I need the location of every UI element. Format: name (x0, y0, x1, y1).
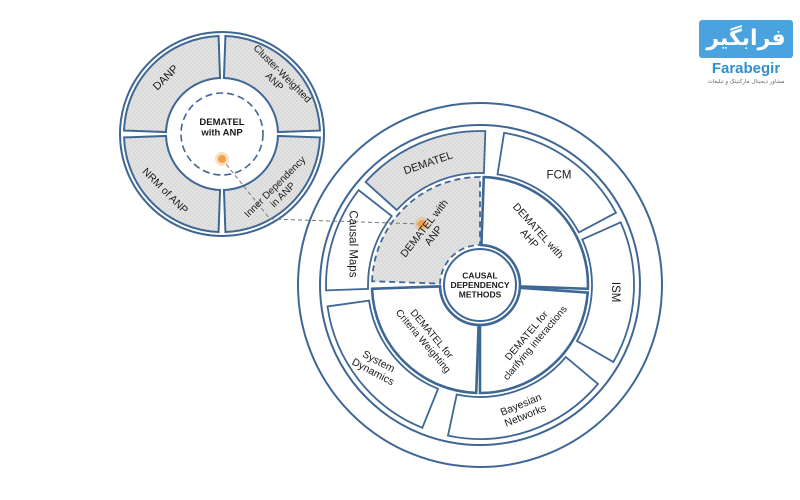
hub-circle (443, 248, 517, 322)
logo-tagline: مشاور دیجیتال مارکتینگ و تبلیغات (707, 79, 785, 85)
logo-mark: فرابگیر (699, 20, 793, 58)
outer-segment-label-1-line: FCM (547, 169, 572, 181)
small-center-dashed-ring (180, 92, 264, 176)
inner-segment-4 (371, 176, 481, 285)
logo-name: Farabegir (711, 60, 781, 77)
small-center-label-line: DEMATEL (199, 117, 244, 128)
outer-segment-2 (575, 221, 635, 364)
small-segment-3 (222, 134, 321, 233)
marker-dot-1 (218, 155, 226, 163)
outer-segment-4 (326, 299, 440, 429)
marker-dot-2 (418, 220, 426, 228)
outer-segment-1 (496, 131, 618, 234)
outer-segment-6 (364, 130, 487, 212)
small-segment-1 (123, 35, 222, 134)
small-segment-2 (222, 35, 321, 134)
outer-segment-5 (325, 188, 394, 292)
connector-line-2 (269, 218, 423, 225)
inner-segment-1 (480, 175, 590, 291)
outer-segment-label-2: ISM (609, 282, 621, 302)
brand-logo: فرابگیر Farabegir مشاور دیجیتال مارکتینگ… (697, 20, 795, 92)
small-segment-4 (123, 134, 222, 233)
outer-segment-3 (446, 355, 600, 440)
inner-segment-2 (478, 286, 590, 395)
outer-segment-label-2-line: ISM (609, 282, 621, 302)
connector-line (221, 158, 271, 220)
outer-segment-label-5: Causal Maps (347, 210, 359, 277)
inner-segment-3 (370, 285, 480, 395)
hub-label-line: METHODS (459, 290, 502, 300)
hub-label-line: CAUSAL (462, 271, 497, 281)
hub-label-line: DEPENDENCY (450, 280, 509, 290)
outer-segment-label-1: FCM (547, 169, 572, 181)
small-center-label-line: with ANP (200, 128, 243, 139)
outer-segment-label-5-line: Causal Maps (347, 210, 359, 277)
